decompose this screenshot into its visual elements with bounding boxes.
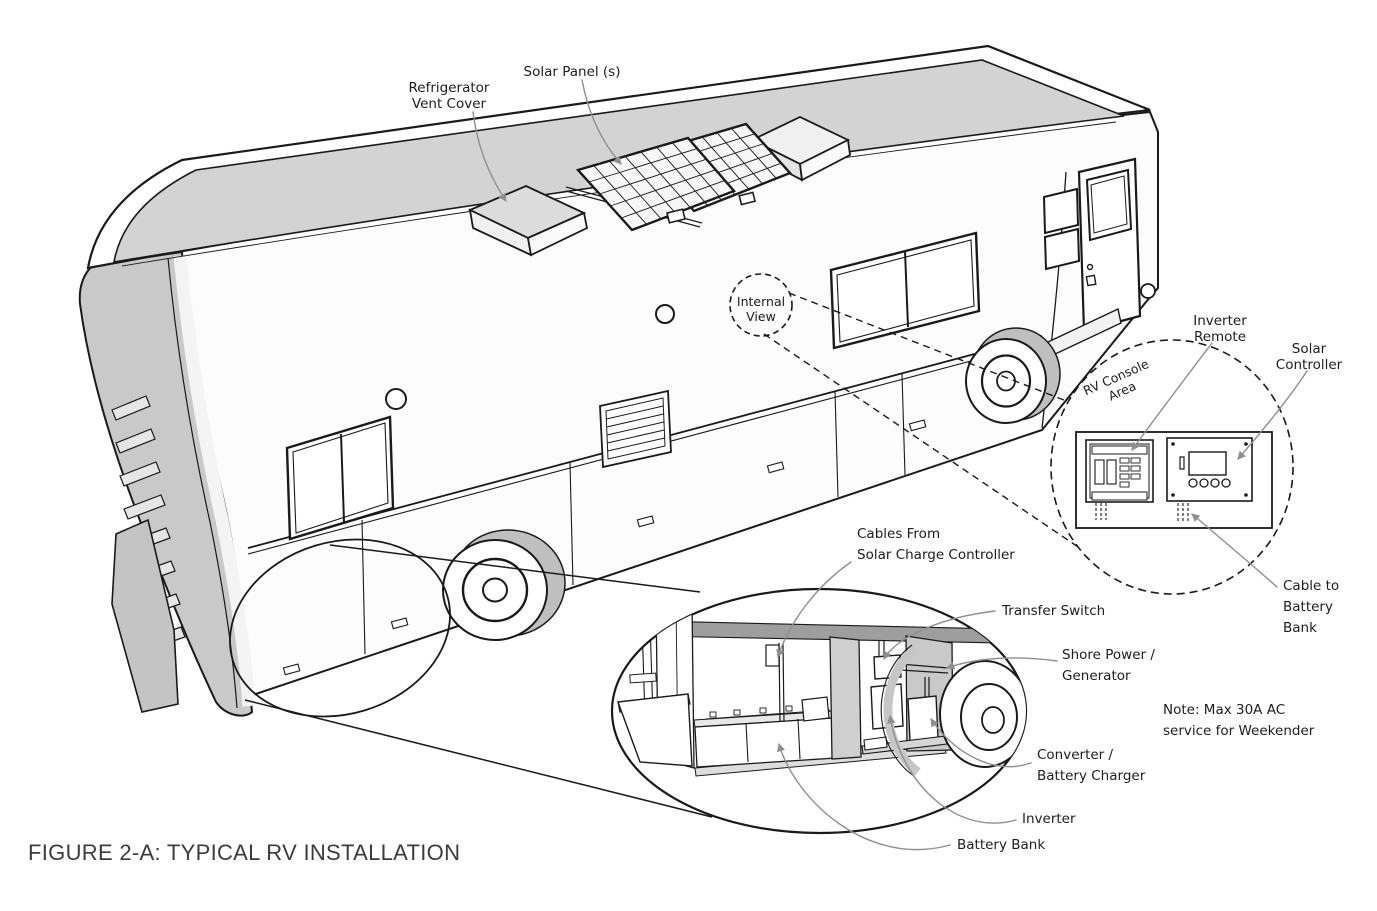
solar-controller-device — [1166, 437, 1253, 522]
callout-shore-power: Shore Power / Generator — [1062, 647, 1155, 684]
callout-converter: Converter / Battery Charger — [1037, 747, 1146, 784]
leader-battery-bank — [776, 742, 951, 851]
callout-refrigerator-vent: Refrigerator Vent Cover — [408, 80, 490, 112]
leader-transfer-switch — [883, 610, 996, 660]
side-window-mid — [829, 231, 981, 350]
leader-cables-from-scc — [776, 561, 852, 658]
leader-inverter — [887, 714, 1017, 824]
callout-battery-bank: Battery Bank — [957, 837, 1046, 853]
callout-cable-to-battery-bank: Cable to Battery Bank — [1283, 578, 1340, 636]
bay-wheel — [880, 644, 1026, 777]
bay-divider-wall — [829, 636, 862, 760]
leader-solar-panel — [581, 79, 622, 165]
bay-inset — [610, 587, 1028, 835]
callout-solar-panel: Solar Panel (s) — [523, 64, 621, 80]
leader-converter — [930, 718, 1032, 768]
rear-bumper-box — [111, 518, 179, 713]
controller-display — [1188, 451, 1227, 476]
note-max-service: Note: Max 30A AC service for Weekender — [1163, 702, 1315, 739]
console-inset — [1050, 339, 1294, 595]
cable-to-battery-wires — [1177, 503, 1189, 522]
rear-wheel — [442, 529, 566, 641]
figure-caption: FIGURE 2-A: TYPICAL RV INSTALLATION — [28, 840, 461, 865]
leader-inverter-remote — [1131, 342, 1213, 451]
rear-cap — [78, 250, 256, 717]
marker-lights — [385, 304, 675, 410]
front-side-windows — [1042, 187, 1081, 271]
leader-cable-to-battery — [1191, 513, 1278, 588]
junction-box-icon — [666, 208, 686, 224]
leader-refrigerator-vent — [472, 111, 507, 202]
converter-box — [907, 695, 939, 742]
solar-panels — [575, 122, 793, 232]
callout-transfer-switch: Transfer Switch — [1002, 603, 1106, 619]
front-wheel — [965, 327, 1061, 424]
callout-internal-view: Internal View — [736, 294, 786, 324]
leader-shore-power — [946, 657, 1058, 670]
callout-cables-from-scc: Cables From Solar Charge Controller — [857, 526, 1015, 563]
callout-inverter: Inverter — [1022, 811, 1076, 827]
refrigerator-side-vent — [599, 389, 672, 469]
headlight-icon — [1140, 283, 1156, 299]
internal-view-marker — [729, 273, 1088, 554]
bay-floor — [694, 745, 947, 777]
callout-inverter-remote: Inverter Remote — [1193, 313, 1247, 345]
side-window-rear — [285, 415, 395, 541]
leader-lines — [472, 79, 1308, 851]
callout-solar-controller: Solar Controller — [1275, 341, 1343, 373]
inverter-remote-device — [1085, 439, 1154, 520]
leader-solar-controller — [1237, 370, 1308, 460]
bay-callout-marker — [229, 538, 713, 818]
junction-box-icon — [738, 191, 756, 206]
